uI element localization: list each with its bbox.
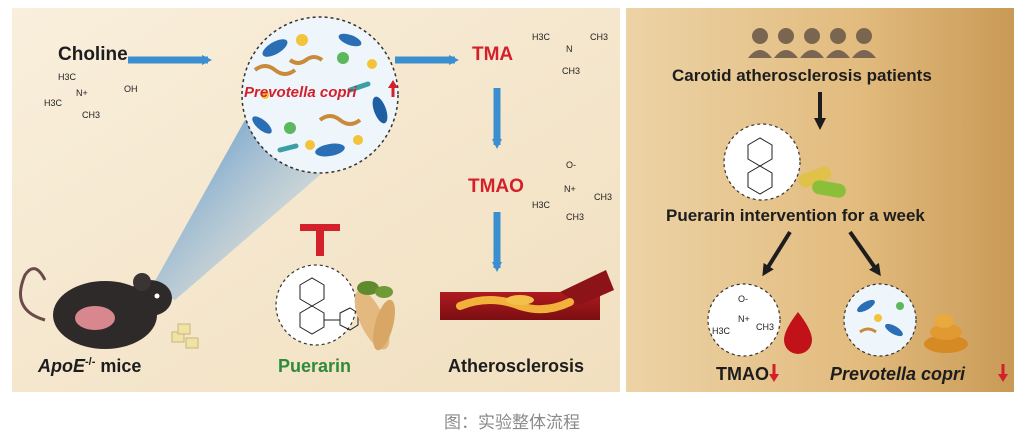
stool-icon [924, 314, 968, 353]
figure-canvas [12, 8, 1014, 392]
decrease-arrow-icon [998, 364, 1008, 382]
choline-h3c-left: H3C [44, 98, 63, 108]
choline-label: Choline [58, 44, 128, 65]
bacteria-right-label: Prevotella copri [830, 364, 966, 384]
tmao-right-o-minus: O- [738, 294, 748, 304]
patients-icon [748, 28, 876, 58]
artery-illustration [440, 270, 614, 320]
kudzu-root-illustration [354, 281, 395, 351]
tmao-ch3-right: CH3 [594, 192, 613, 202]
tmao-o-minus: O- [566, 160, 576, 170]
figure-caption: 图：实验整体流程 [444, 413, 580, 433]
tmao-h3c: H3C [532, 200, 551, 210]
increase-arrow-icon [388, 80, 398, 97]
tma-ch3-right: CH3 [590, 32, 609, 42]
tma-n: N [566, 44, 573, 54]
choline-oh: OH [124, 84, 138, 94]
tmao-right-ch3: CH3 [756, 322, 775, 332]
tmao-ch3-bottom: CH3 [566, 212, 585, 222]
arrow-intervention-to-tmao [762, 230, 792, 277]
atherosclerosis-label: Atherosclerosis [448, 356, 585, 376]
inhibition-symbol [300, 224, 340, 256]
mice-label: ApoE-/- mice [38, 356, 141, 377]
tmao-right-label: TMAO [716, 364, 769, 384]
choline-ch3: CH3 [82, 110, 101, 120]
tma-h3c: H3C [532, 32, 551, 42]
choline-h3c-top: H3C [58, 72, 77, 82]
tmao-right-n-plus: N+ [738, 314, 750, 324]
puerarin-label: Puerarin [278, 356, 352, 376]
tmao-right-h3c: H3C [712, 326, 731, 336]
bacteria-label: Prevotella copri [244, 84, 357, 101]
tma-ch3-bottom: CH3 [562, 66, 581, 76]
tmao-n-plus: N+ [564, 184, 576, 194]
tma-label: TMA [472, 44, 514, 65]
patients-label: Carotid atherosclerosis patients [672, 66, 932, 85]
tmao-molecule-right [707, 283, 781, 357]
gut-microbiota-right [843, 283, 917, 357]
intervention-label: Puerarin intervention for a week [666, 206, 925, 225]
mice-label-sup: -/- [85, 356, 96, 368]
puerarin-capsule-illustration [723, 123, 846, 201]
gut-microbiota-magnifier [241, 16, 399, 174]
mice-label-tail: mice [95, 356, 142, 376]
blood-drop-icon [784, 312, 812, 354]
choline-n-plus: N+ [76, 88, 88, 98]
mouse-illustration [19, 267, 199, 349]
magnifier-beam [150, 120, 320, 300]
decrease-arrow-icon [769, 364, 779, 382]
tmao-label: TMAO [468, 176, 524, 197]
arrow-intervention-to-bacteria [848, 230, 881, 277]
mice-label-gene: ApoE [38, 356, 85, 376]
